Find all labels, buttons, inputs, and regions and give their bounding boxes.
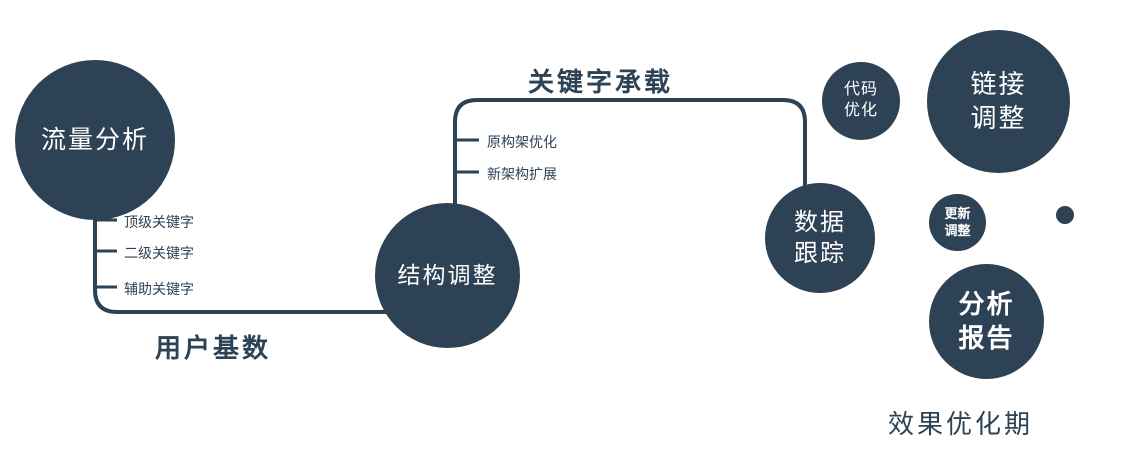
node-link-adjustment: 链接 调整 <box>927 30 1070 173</box>
node-analysis-report-line1: 分析 <box>958 288 1015 319</box>
branch-auxiliary-keywords: 辅助关键字 <box>124 281 194 297</box>
node-code-optimization-line2: 优化 <box>843 102 878 119</box>
node-update-adjustment-line2: 调整 <box>944 222 971 238</box>
node-analysis-report-line2: 报告 <box>958 322 1015 353</box>
node-link-adjustment-line2: 调整 <box>970 102 1027 133</box>
edge-traffic-to-structure <box>93 180 430 314</box>
node-update-adjustment-line1: 更新 <box>944 205 971 221</box>
node-analysis-report: 分析 报告 <box>929 264 1044 379</box>
node-code-optimization-line1: 代码 <box>843 81 878 99</box>
branch-original-architecture: 原构架优化 <box>487 134 557 150</box>
branch-new-architecture: 新架构扩展 <box>487 166 557 182</box>
edge-label-keyword-carry: 关键字承载 <box>528 67 674 97</box>
edge-structure-to-tracking <box>453 98 807 215</box>
node-data-tracking-line2: 跟踪 <box>794 240 846 267</box>
branch-top-keywords: 顶级关键字 <box>124 214 194 230</box>
bullet-dot <box>1056 206 1074 224</box>
node-structure-adjustment-label: 结构调整 <box>397 261 498 288</box>
edge-label-user-base: 用户基数 <box>155 333 272 363</box>
node-data-tracking-line1: 数据 <box>794 208 846 236</box>
node-structure-adjustment: 结构调整 <box>375 203 520 348</box>
node-link-adjustment-line1: 链接 <box>970 68 1027 99</box>
node-data-tracking: 数据 跟踪 <box>765 183 875 293</box>
node-traffic-analysis-label: 流量分析 <box>40 125 149 154</box>
branch-secondary-keywords: 二级关键字 <box>124 245 194 261</box>
node-code-optimization: 代码 优化 <box>822 62 900 140</box>
footer-effect-optimization-period: 效果优化期 <box>888 409 1034 439</box>
node-update-adjustment: 更新 调整 <box>929 194 986 251</box>
node-traffic-analysis: 流量分析 <box>15 60 175 220</box>
